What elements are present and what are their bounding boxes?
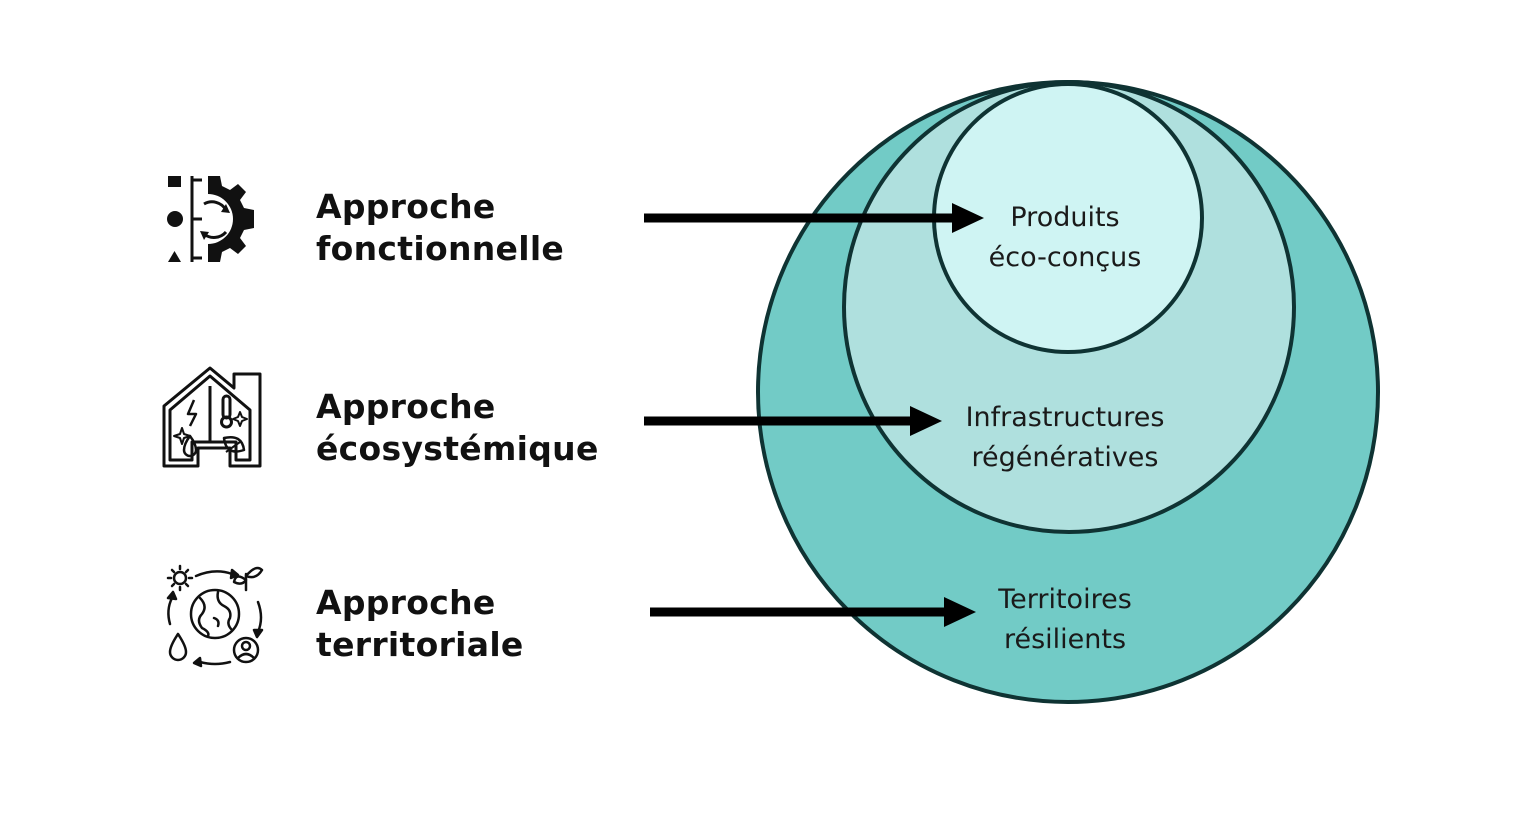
approach-territoriale-line2: territoriale — [316, 625, 524, 664]
approach-fonctionnelle: Approche fonctionnelle — [0, 166, 640, 276]
approach-ecosystemique: Approche écosystémique — [0, 366, 640, 476]
eco-house-icon — [160, 366, 270, 476]
approach-ecosystemique-line2: écosystémique — [316, 429, 599, 468]
gear-shapes-icon — [160, 166, 270, 276]
arrow-ecosystemique — [644, 406, 942, 436]
circle-label-produits: Produits éco-conçus — [915, 198, 1215, 278]
approach-territoriale: Approche territoriale — [0, 562, 640, 672]
approach-ecosystemique-label: Approche écosystémique — [316, 386, 636, 470]
approach-fonctionnelle-line2: fonctionnelle — [316, 229, 565, 268]
approach-fonctionnelle-line1: Approche — [316, 187, 496, 226]
territoires-line1: Territoires — [998, 584, 1132, 615]
approach-fonctionnelle-label: Approche fonctionnelle — [316, 186, 636, 270]
approach-ecosystemique-line1: Approche — [316, 387, 496, 426]
arrow-territoriale — [650, 597, 976, 627]
produits-line2: éco-conçus — [988, 242, 1142, 273]
approach-territoriale-label: Approche territoriale — [316, 582, 636, 666]
territoires-line2: résilients — [1003, 624, 1127, 655]
approach-territoriale-line1: Approche — [316, 583, 496, 622]
produits-line1: Produits — [1010, 202, 1120, 233]
infrastructures-line1: Infrastructures — [965, 402, 1165, 433]
earth-cycle-icon — [160, 562, 270, 672]
arrow-fonctionnelle — [644, 203, 984, 233]
infrastructures-line2: régénératives — [971, 442, 1159, 473]
circle-label-territoires: Territoires résilients — [915, 580, 1215, 660]
circle-label-infrastructures: Infrastructures régénératives — [915, 398, 1215, 478]
